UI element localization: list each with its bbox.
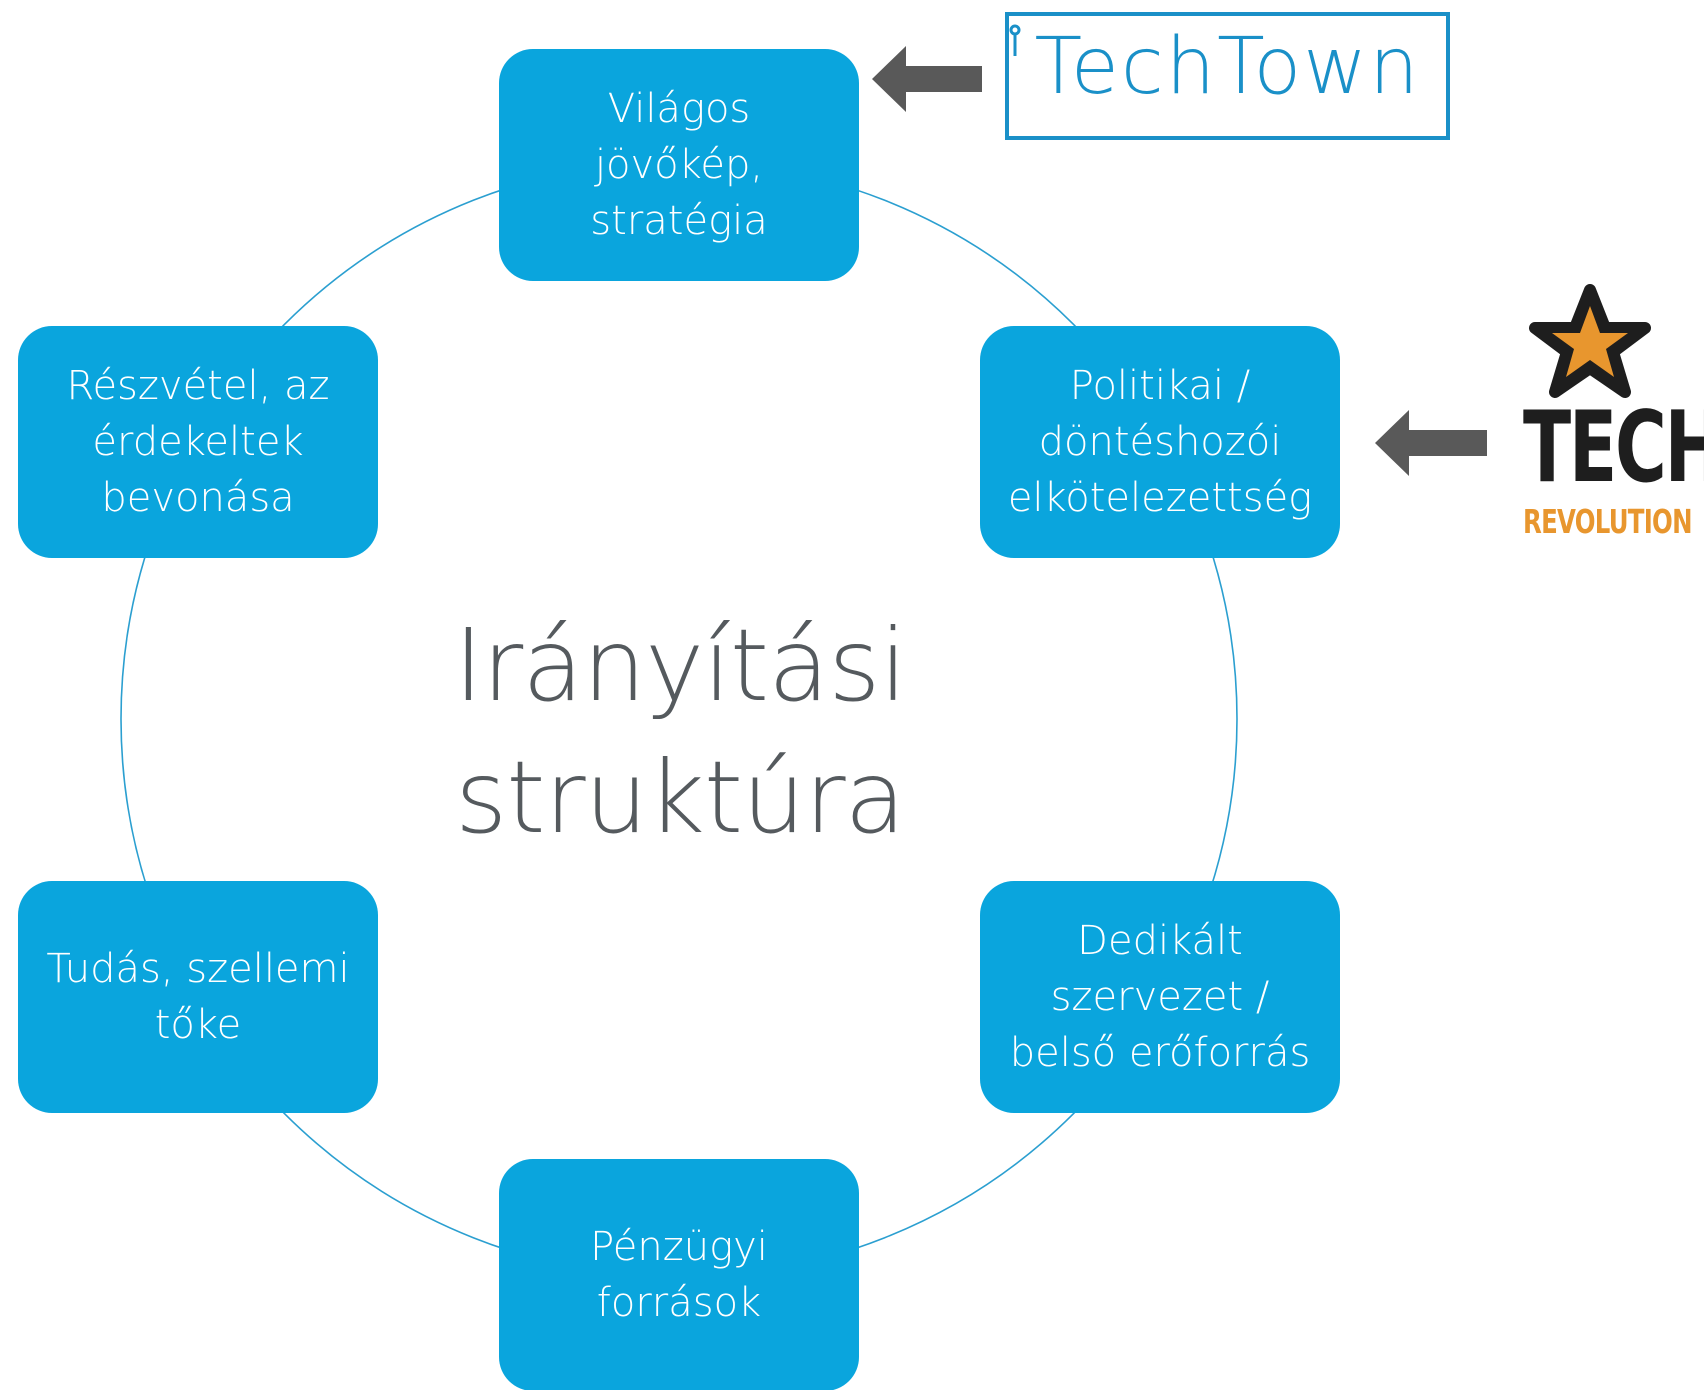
node-line: Dedikált — [1077, 918, 1243, 964]
left-arrow-icon — [872, 46, 982, 112]
node-line: Tudás, szellemi — [46, 946, 350, 992]
node-clear-vision: Világos jövőkép, stratégia — [499, 49, 859, 281]
node-line: Pénzügyi — [590, 1224, 768, 1270]
node-line: Világos — [607, 86, 751, 132]
node-dedicated-organization: Dedikált szervezet / belső erőforrás — [980, 881, 1340, 1113]
node-line: tőke — [154, 1002, 242, 1048]
node-line: stratégia — [590, 198, 768, 244]
node-line: elkötelezettség — [1007, 475, 1313, 521]
node-line: források — [596, 1280, 762, 1326]
node-knowledge-capital: Tudás, szellemi tőke — [18, 881, 378, 1113]
tech-revolution-logo: TECH REVOLUTION — [1515, 284, 1704, 544]
node-line: bevonása — [101, 475, 295, 521]
center-title-line: Irányítási — [453, 607, 908, 724]
center-title-line: struktúra — [455, 739, 906, 856]
node-line: belső erőforrás — [1009, 1030, 1311, 1076]
node-line: döntéshozói — [1038, 419, 1282, 465]
node-line: szervezet / — [1050, 974, 1270, 1020]
tech-revolution-main-word: TECH — [1523, 391, 1704, 505]
techtown-wordmark: TechTown — [1034, 22, 1421, 112]
node-financial-resources: Pénzügyi források — [499, 1159, 859, 1390]
left-arrow-icon — [1375, 410, 1487, 476]
node-line: jövőkép, — [594, 142, 764, 188]
tech-revolution-sub-word: REVOLUTION — [1523, 502, 1693, 541]
center-title: Irányítási struktúra — [380, 600, 980, 864]
node-line: Politikai / — [1069, 363, 1251, 409]
circuit-dots-icon — [1009, 24, 1021, 56]
techtown-logo: TechTown — [1005, 12, 1450, 140]
node-stakeholder-participation: Részvétel, az érdekeltek bevonása — [18, 326, 378, 558]
node-political-commitment: Politikai / döntéshozói elkötelezettség — [980, 326, 1340, 558]
node-line: Részvétel, az — [66, 363, 330, 409]
node-line: érdekeltek — [92, 419, 304, 465]
star-icon — [1529, 284, 1651, 398]
